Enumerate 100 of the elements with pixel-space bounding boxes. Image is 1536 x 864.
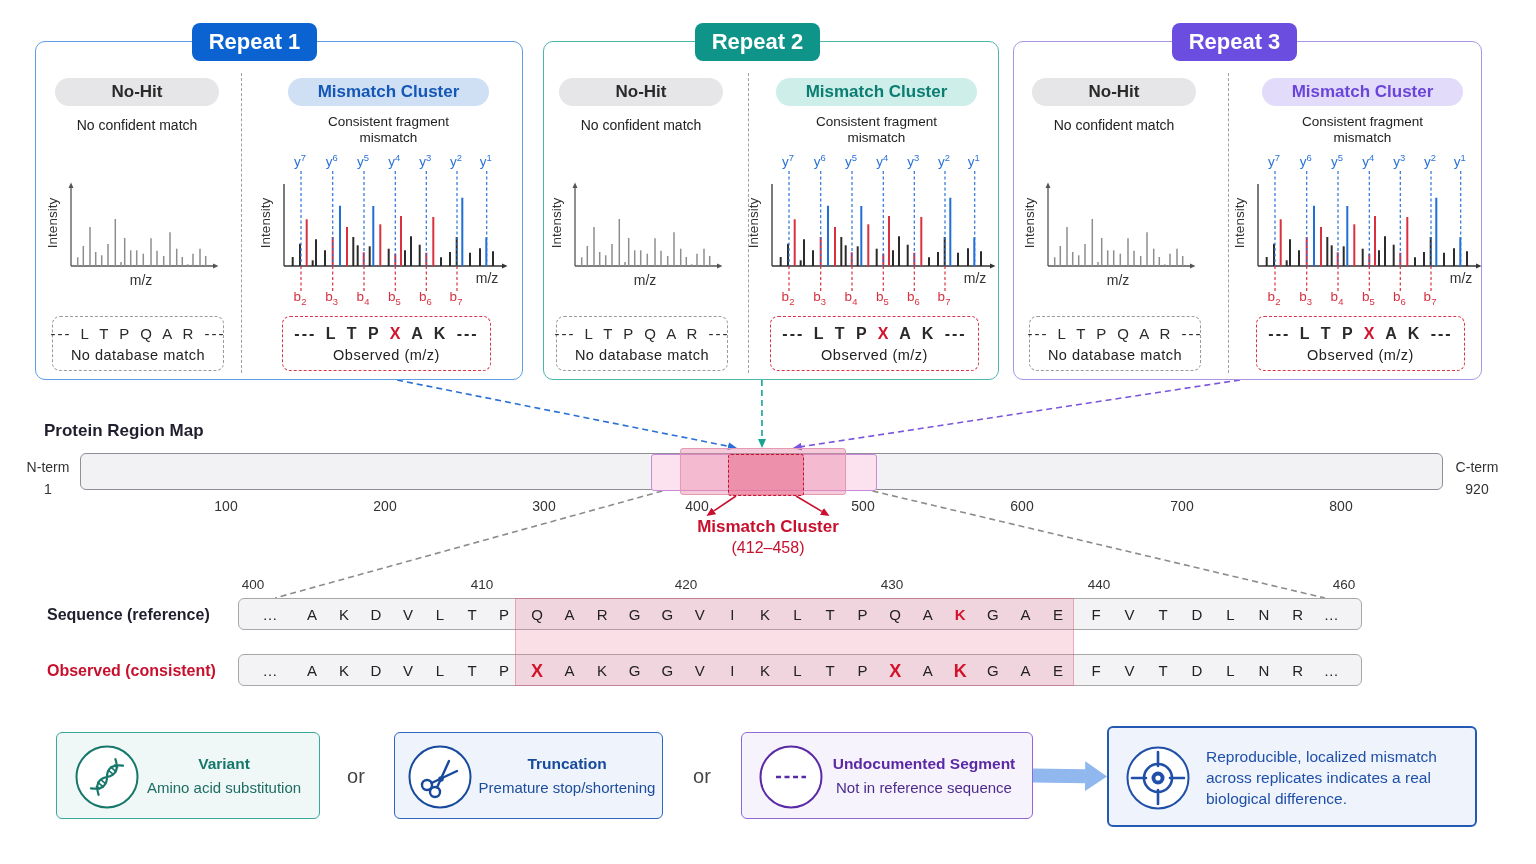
section-title: Protein Region Map <box>44 421 204 441</box>
tick-label: 410 <box>470 577 494 593</box>
subtitle-text: No confident match <box>1052 117 1176 133</box>
outcome-card <box>741 732 1033 819</box>
region-label: Mismatch Cluster <box>697 517 839 537</box>
box-caption: No database match <box>70 346 206 364</box>
cluster-highlight <box>680 448 846 495</box>
row-label: Sequence (reference) <box>47 605 210 625</box>
tick-label: 460 <box>1332 577 1356 593</box>
card-title: Variant <box>198 755 250 773</box>
subtitle-text: No confident match <box>579 117 703 133</box>
ion-label: y$^{3}$ <box>1393 154 1406 170</box>
tick-label: 400 <box>241 577 265 593</box>
protein-bar <box>80 453 1443 490</box>
ion-label: b$_{6}$ <box>1392 289 1406 305</box>
outcome-card <box>394 732 663 819</box>
ion-label: y$^{6}$ <box>1299 154 1312 170</box>
dashed-line <box>871 490 1326 599</box>
subtitle-text: Consistent fragment mismatch <box>327 113 450 146</box>
dashed-arrow <box>758 379 766 448</box>
sequence-box <box>1029 316 1201 371</box>
block-arrow <box>1032 761 1107 792</box>
ion-label: y$^{3}$ <box>907 154 920 170</box>
peptide-sequence: --- L T P X A K --- <box>294 324 479 344</box>
ion-label: y$^{4}$ <box>388 154 401 170</box>
box-caption: Observed (m/z) <box>333 346 440 364</box>
arrow <box>795 495 830 516</box>
axis-label: m/z <box>963 269 987 287</box>
category-label: No-Hit <box>615 82 667 102</box>
ion-label: y$^{5}$ <box>357 154 369 170</box>
ion-label: b$_{7}$ <box>449 289 463 305</box>
card-text: Not in reference sequence <box>836 779 1012 797</box>
ion-label: y$^{7}$ <box>782 154 794 170</box>
ion-label: y$^{5}$ <box>1331 154 1343 170</box>
outcome-card <box>56 732 320 819</box>
ion-label: y$^{6}$ <box>325 154 338 170</box>
ion-label: y$^{2}$ <box>1424 154 1436 170</box>
axis-label: m/z <box>1106 271 1130 289</box>
tick-label: 700 <box>1170 497 1194 515</box>
card-title: Undocumented Segment <box>832 755 1016 773</box>
ion-label: b$_{4}$ <box>1330 289 1344 305</box>
mismatch-box <box>728 454 804 496</box>
position-label: 920 <box>1465 480 1489 498</box>
tick-label: 100 <box>214 497 238 515</box>
region-band <box>651 454 877 491</box>
category-label: No-Hit <box>111 82 163 102</box>
axis-label: Intensity <box>1232 197 1248 249</box>
sequence-box <box>52 316 224 371</box>
box-caption: Observed (m/z) <box>821 346 928 364</box>
ion-label: y$^{4}$ <box>876 154 889 170</box>
box-caption: No database match <box>574 346 710 364</box>
subtitle-text: No confident match <box>75 117 199 133</box>
ion-label: b$_{2}$ <box>1267 289 1281 305</box>
ion-label: y$^{5}$ <box>845 154 857 170</box>
subtitle-text: Consistent fragment mismatch <box>815 113 938 146</box>
position-label: 1 <box>44 480 52 498</box>
peptide-sequence: --- L T P X A K --- <box>782 324 967 344</box>
axis-label: Intensity <box>258 197 274 249</box>
dashed-arrow <box>396 379 737 451</box>
tick-label: 440 <box>1087 577 1111 593</box>
conjunction-text: or <box>693 764 711 788</box>
sequence-text: … A K D V L T P Q A R G G V I K L T P Q A K G A E F V T D L N R … <box>261 605 1340 626</box>
peptide-sequence: --- L T P Q A R --- <box>554 325 730 343</box>
terminus-label: C-term <box>1455 458 1499 476</box>
ion-label: y$^{1}$ <box>1453 154 1466 170</box>
panel-tab: Repeat 3 <box>1172 23 1297 61</box>
axis-label: Intensity <box>746 197 762 249</box>
ion-label: b$_{3}$ <box>813 289 827 305</box>
tick-label: 300 <box>532 497 556 515</box>
ion-label: b$_{2}$ <box>293 289 307 305</box>
range-label: (412–458) <box>731 538 805 558</box>
conclusion-card <box>1107 726 1477 827</box>
category-label: No-Hit <box>1088 82 1140 102</box>
dashed-arrow <box>792 379 1241 451</box>
axis-label: Intensity <box>45 197 61 249</box>
box-caption: No database match <box>1047 346 1183 364</box>
peptide-sequence: --- L T P Q A R --- <box>50 325 226 343</box>
tick-label: 400 <box>685 497 709 515</box>
tick-label: 430 <box>880 577 904 593</box>
conclusion-text: Reproducible, localized mismatch across replicates indicates a real biological difference. <box>1206 746 1438 808</box>
ion-label: b$_{6}$ <box>418 289 432 305</box>
ion-label: y$^{2}$ <box>938 154 950 170</box>
ion-label: b$_{4}$ <box>844 289 858 305</box>
tick-label: 420 <box>674 577 698 593</box>
sequence-box <box>770 316 979 371</box>
card-title: Truncation <box>527 755 607 773</box>
card-text: Premature stop/shortening <box>478 779 656 797</box>
panel-tab: Repeat 2 <box>695 23 820 61</box>
conjunction-text: or <box>347 764 365 788</box>
ion-label: y$^{1}$ <box>479 154 492 170</box>
ion-label: b$_{7}$ <box>1423 289 1437 305</box>
category-label: Mismatch Cluster <box>317 82 460 102</box>
ion-label: b$_{7}$ <box>937 289 951 305</box>
ion-label: y$^{6}$ <box>813 154 826 170</box>
axis-label: Intensity <box>1022 197 1038 249</box>
ion-label: b$_{5}$ <box>387 289 401 305</box>
ion-label: b$_{3}$ <box>1299 289 1313 305</box>
ion-label: b$_{2}$ <box>781 289 795 305</box>
row-label: Observed (consistent) <box>47 661 216 681</box>
category-label: Mismatch Cluster <box>1291 82 1434 102</box>
